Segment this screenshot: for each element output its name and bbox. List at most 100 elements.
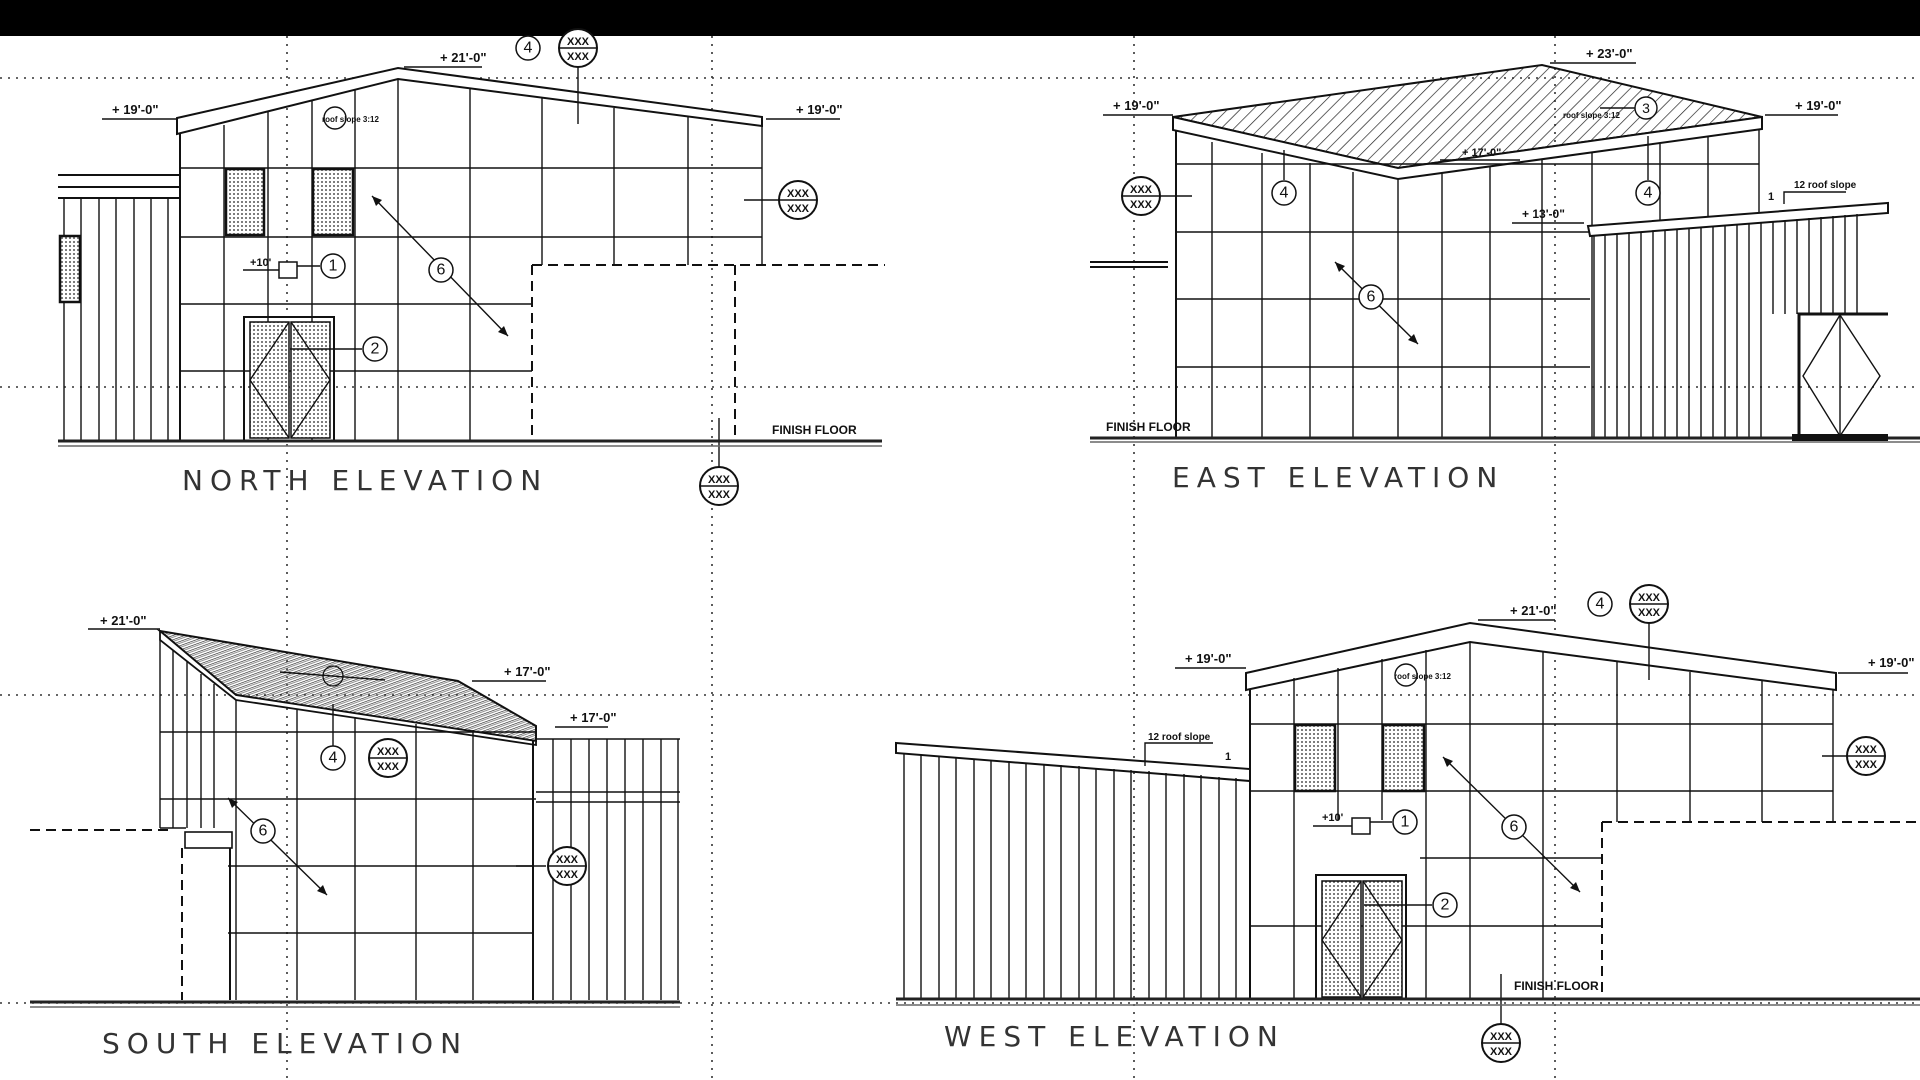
west-shed-roof [895,741,1251,783]
north-section-marker-bottom: XXX XXX [699,418,739,506]
south-section-marker-right: XXX XXX [516,846,587,886]
west-elevation-title: WEST ELEVATION [944,1020,1285,1053]
east-finish-floor-label: FINISH FLOOR [1106,420,1191,434]
north-section-marker-top: XXX XXX [558,28,598,124]
svg-text:XXX: XXX [1130,184,1153,196]
svg-text:XXX: XXX [1855,744,1878,756]
east-section-marker-left: XXX XXX [1121,176,1192,216]
east-right-eave-dim: + 19'-0" [1795,98,1841,113]
west-section-marker-right: XXX XXX [1822,736,1886,776]
east-tag-6 [1358,284,1384,310]
east-shed-door [1797,312,1888,438]
svg-text:roof slope 3:12: roof slope 3:12 [322,115,379,124]
south-ledge [184,831,233,849]
north-double-door [243,316,335,442]
west-elevation: 12 roof slope 1 +10' [895,584,1920,1063]
svg-text:XXX: XXX [556,854,579,866]
svg-text:XXX: XXX [1130,199,1153,211]
svg-text:6: 6 [1367,289,1376,306]
south-section-marker-upper: XXX XXX [368,738,408,778]
north-left-eave-dim: + 19'-0" [112,102,158,117]
east-tag-4-right [1635,180,1661,206]
west-ridge-dim: + 21'-0" [1510,603,1556,618]
east-roof-fascia [1172,115,1763,181]
east-tag-4-left [1271,180,1297,206]
svg-text:XXX: XXX [1855,759,1878,771]
svg-text:2: 2 [1441,897,1450,914]
north-elevation: +10' 1 2 6 roof slope 3:12 + 19'-0" + 21… [58,28,885,506]
east-valley-dim: + 17'-0" [1462,147,1501,159]
svg-text:roof slope 3:12: roof slope 3:12 [1394,672,1451,681]
svg-text:1: 1 [1401,814,1410,831]
svg-text:4: 4 [329,750,338,767]
svg-text:6: 6 [259,823,268,840]
svg-text:2: 2 [371,341,380,358]
south-elevation: 4 XXX XXX XXX XXX 6 + 21'-0" + 17'-0" + … [30,613,680,1060]
svg-text:4: 4 [524,40,533,57]
west-finish-floor-label: FINISH FLOOR [1514,979,1599,993]
svg-text:XXX: XXX [556,869,579,881]
north-ridge-dim: + 21'-0" [440,50,486,65]
west-window-2 [1381,723,1426,793]
svg-text:3: 3 [1642,100,1650,116]
east-shed-roof [1586,201,1889,238]
north-wall-light-icon [278,261,298,279]
north-tag-4 [515,35,541,61]
south-low-dim: + 17'-0" [570,710,616,725]
east-left-eave-dim: + 19'-0" [1113,98,1159,113]
svg-text:6: 6 [437,262,446,279]
west-double-door [1315,874,1407,1000]
reference-grid [0,36,1920,1080]
north-section-marker-right: XXX XXX [744,180,818,220]
svg-text:4: 4 [1644,185,1653,202]
south-elevation-title: SOUTH ELEVATION [102,1027,468,1060]
svg-text:XXX: XXX [1490,1031,1513,1043]
west-right-eave-dim: + 19'-0" [1868,655,1914,670]
north-tag-1 [320,253,346,279]
north-tag-6 [428,257,454,283]
west-wall-light-icon [1351,817,1371,835]
west-shed-siding [903,754,1237,1000]
svg-text:XXX: XXX [377,761,400,773]
east-shed-siding [1593,214,1858,437]
south-high-dim: + 21'-0" [100,613,146,628]
west-light-height-label: +10' [1322,812,1344,824]
west-window-1 [1293,723,1337,793]
svg-text:XXX: XXX [567,51,590,63]
west-tag-6 [1501,814,1527,840]
east-elevation-title: EAST ELEVATION [1172,461,1504,494]
north-left-shed [58,174,180,442]
top-black-bar [0,0,1920,36]
west-roof-fascia [1245,621,1837,692]
svg-text:1: 1 [1768,191,1774,203]
svg-text:XXX: XXX [377,746,400,758]
east-roof-slope-label: 12 roof slope [1794,180,1857,191]
svg-text:4: 4 [1596,596,1605,613]
north-window-1 [224,167,266,237]
west-roof-slope-marker [1394,663,1418,687]
south-tag-6 [250,818,276,844]
west-section-marker-top: XXX XXX [1629,584,1669,680]
east-shed-eave-dim: + 13'-0" [1522,207,1565,221]
svg-text:6: 6 [1510,819,1519,836]
north-window-2 [311,167,355,237]
south-tag-3 [322,665,344,687]
north-tag-2 [362,336,388,362]
north-finish-floor-label: FINISH FLOOR [772,423,857,437]
west-section-marker-bottom: XXX XXX [1481,974,1521,1063]
svg-text:XXX: XXX [787,188,810,200]
south-tag-4 [320,745,346,771]
svg-text:XXX: XXX [1638,607,1661,619]
east-elevation: 4 4 3 roof slope 3:12 + 17'-0" 6 XXX XXX… [1090,46,1920,494]
north-light-height-label: +10' [250,257,272,269]
west-tag-1 [1392,809,1418,835]
svg-text:XXX: XXX [787,203,810,215]
svg-text:roof slope 3:12: roof slope 3:12 [1563,111,1620,120]
svg-text:XXX: XXX [567,36,590,48]
west-tag-4 [1587,591,1613,617]
svg-text:1: 1 [329,258,338,275]
south-right-shed [536,738,680,1000]
svg-text:4: 4 [1280,185,1289,202]
north-shed-vent [58,234,82,304]
